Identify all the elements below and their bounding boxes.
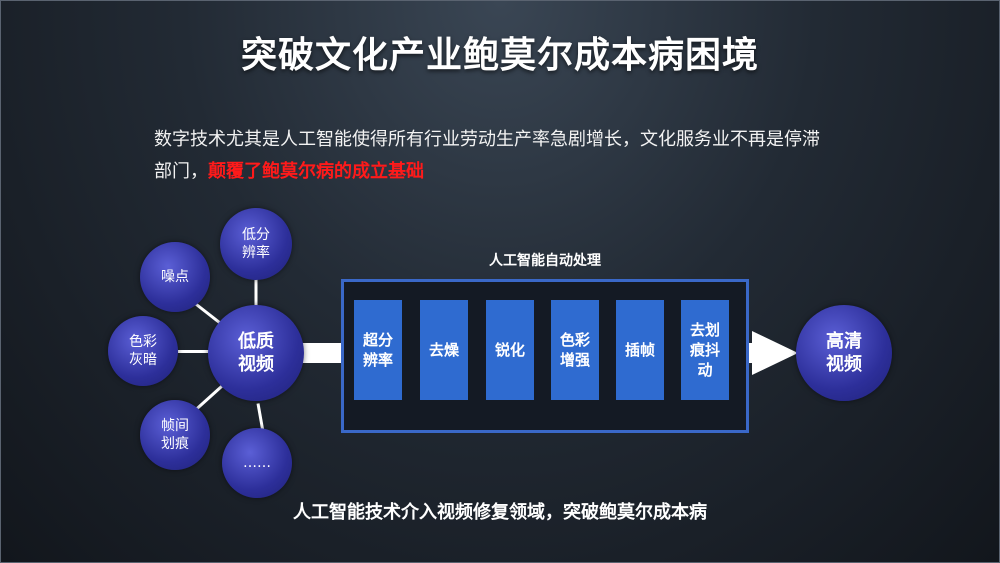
step4-line2: 增强: [559, 351, 590, 369]
step6-line2: 痕抖: [689, 341, 720, 359]
connector-color: [178, 350, 214, 353]
connector-lowres: [254, 277, 258, 308]
issue-lowres-line2: 辨率: [242, 245, 270, 261]
result-line1: 高清: [826, 331, 862, 352]
source-circle-low-quality-video: 低质视频: [208, 305, 304, 401]
issue-circle-frame-scratch: 帧间划痕: [140, 400, 210, 470]
issue-frame-line1: 帧间: [161, 418, 189, 434]
intro-line-2: 部门，颠覆了鲍莫尔病的成立基础: [154, 156, 874, 188]
bottom-caption: 人工智能技术介入视频修复领域，突破鲍莫尔成本病: [293, 502, 707, 523]
issue-color-line1: 色彩: [129, 334, 157, 350]
source-line2: 视频: [238, 354, 274, 375]
step-super-resolution: 超分辨率: [354, 300, 402, 400]
step3-line1: 锐化: [494, 341, 525, 359]
intro-line-2-prefix: 部门，: [154, 161, 208, 182]
step1-line2: 辨率: [362, 351, 393, 369]
issue-circle-noise: 噪点: [140, 242, 210, 312]
step6-line3: 动: [697, 361, 713, 379]
step-color-enhance: 色彩增强: [551, 300, 599, 400]
step-denoise: 去燥: [420, 300, 468, 400]
step-sharpen: 锐化: [486, 300, 534, 400]
step-scratch-deshake: 去划痕抖动: [681, 300, 729, 400]
ai-process-label: 人工智能自动处理: [489, 253, 601, 269]
issue-noise-line1: 噪点: [161, 269, 189, 285]
intro-text: 数字技术尤其是人工智能使得所有行业劳动生产率急剧增长，文化服务业不再是停滞 部门…: [154, 124, 874, 188]
step1-line1: 超分: [362, 331, 393, 349]
source-line1: 低质: [238, 331, 274, 352]
issue-circle-low-resolution: 低分辨率: [220, 208, 292, 280]
step2-line1: 去燥: [428, 341, 459, 359]
step-frame-interpolation: 插帧: [616, 300, 664, 400]
step6-line1: 去划: [689, 321, 720, 339]
process-arrow-head: [752, 331, 798, 375]
result-line2: 视频: [826, 354, 862, 375]
issue-lowres-line1: 低分: [242, 227, 270, 243]
issue-circle-more: ……: [222, 428, 292, 498]
result-circle-hd-video: 高清视频: [796, 305, 892, 401]
intro-line-1: 数字技术尤其是人工智能使得所有行业劳动生产率急剧增长，文化服务业不再是停滞: [154, 129, 820, 150]
step4-line1: 色彩: [559, 331, 590, 349]
issue-color-line2: 灰暗: [129, 352, 157, 368]
step5-line1: 插帧: [624, 341, 655, 359]
issue-frame-line2: 划痕: [161, 436, 189, 452]
slide-title: 突破文化产业鲍莫尔成本病困境: [240, 35, 759, 76]
issue-circle-dull-color: 色彩灰暗: [108, 316, 178, 386]
issue-more-line1: ……: [243, 455, 271, 471]
intro-highlight: 颠覆了鲍莫尔病的成立基础: [208, 161, 424, 182]
